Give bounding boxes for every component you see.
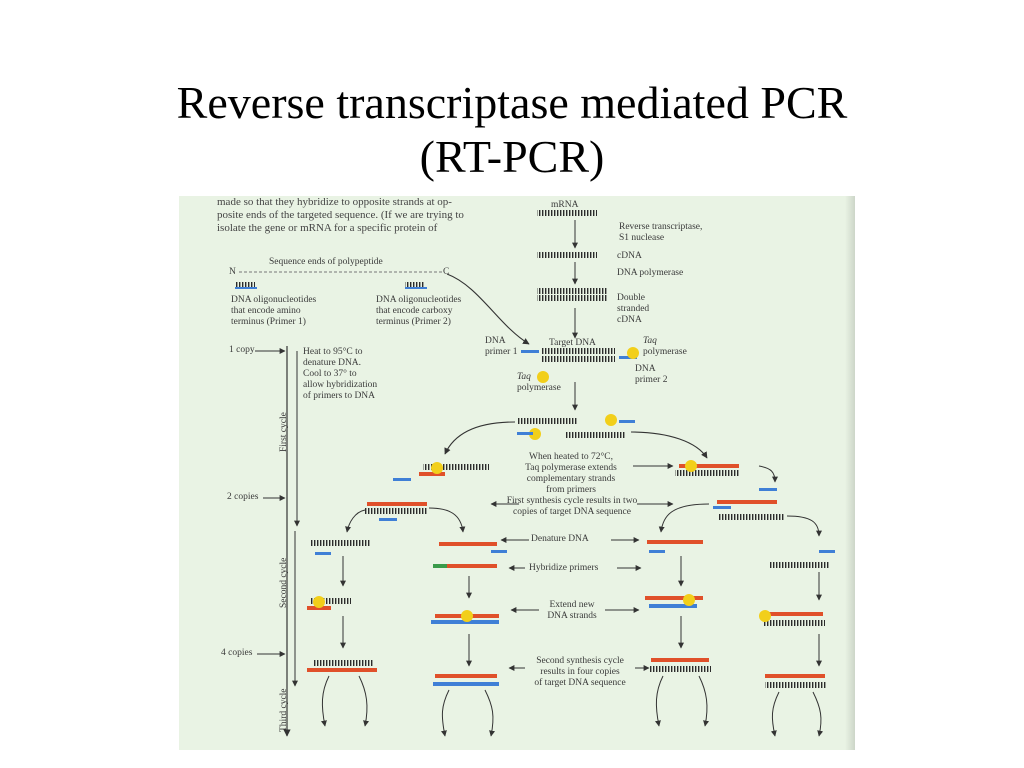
extend-row-strand-4 <box>763 612 823 616</box>
ext1-left-template <box>423 464 489 470</box>
branch-right-arrow <box>630 431 708 459</box>
target-dna-top <box>541 348 615 354</box>
synth1-right-template <box>719 514 785 520</box>
hybridize-row-green-primer <box>433 564 447 568</box>
polypeptide-c-terminus: C <box>443 267 450 277</box>
rt-pcr-figure: made so that they hybridize to opposite … <box>179 196 855 750</box>
primer2-description: DNA oligonucleotides that encode carboxy… <box>376 295 462 327</box>
dna-primer1-label: DNA primer 1 <box>485 336 518 357</box>
reverse-transcriptase-label: Reverse transcriptase, S1 nuclease <box>619 222 703 243</box>
copies2-label: 2 copies <box>227 492 259 502</box>
first-synthesis-label: First synthesis cycle results in two cop… <box>506 496 638 517</box>
primer2-oligo <box>405 282 425 287</box>
slide-title-line1: Reverse transcriptase mediated PCR <box>176 77 848 128</box>
branch-left-arrow <box>444 421 516 455</box>
ext1-right-template <box>675 470 739 476</box>
heated-72c-label: When heated to 72°C, Taq polymerase exte… <box>525 452 617 495</box>
extend-new-strands-label: Extend new DNA strands <box>547 600 597 621</box>
dna-primer1-mark <box>521 350 539 353</box>
synth1-left-new <box>367 502 427 506</box>
denature-row-strand-4 <box>769 562 829 568</box>
extend-row-strand-1 <box>311 598 351 604</box>
copy4-strand-2 <box>435 674 497 678</box>
denatured-bottom-strand <box>565 432 625 438</box>
copy4-strand-4 <box>765 674 825 678</box>
taq-polymerase-right-label: Taq polymerase <box>643 336 687 357</box>
polypeptide-n-terminus: N <box>229 267 236 277</box>
denature-row-strand-1 <box>311 540 371 546</box>
denatured-top-strand <box>517 418 577 424</box>
double-stranded-cdna-label: Double stranded cDNA <box>617 293 650 325</box>
ds-cdna-bottom <box>537 295 607 301</box>
second-cycle-label: Second cycle <box>279 557 289 608</box>
ds-cdna-top <box>537 288 607 294</box>
primer1-oligo <box>235 282 255 287</box>
slide-title-line2: (RT-PCR) <box>419 131 605 182</box>
intro-text: made so that they hybridize to opposite … <box>217 196 464 234</box>
cdna-label: cDNA <box>617 251 642 261</box>
synth1-right-new <box>717 500 777 504</box>
copy1-label: 1 copy <box>229 345 255 355</box>
cdna-strand <box>537 252 597 258</box>
dna-polymerase-label: DNA polymerase <box>617 268 684 278</box>
hybridize-primers-label: Hybridize primers <box>529 563 599 573</box>
extend-row-strand-3 <box>645 596 703 600</box>
taq-polymerase-right <box>627 347 639 359</box>
taq-polymerase-left <box>537 371 549 383</box>
primer1-description: DNA oligonucleotides that encode amino t… <box>231 295 317 327</box>
ext1-right-new <box>679 464 739 468</box>
slide-title: Reverse transcriptase mediated PCR (RT-P… <box>0 76 1024 184</box>
denature-row-strand-2 <box>439 542 497 546</box>
ext1-left-new <box>419 472 445 476</box>
figure-edge-shadow <box>845 196 855 750</box>
primer2-to-target-arrow <box>446 273 530 345</box>
copies4-label: 4 copies <box>221 648 253 658</box>
copy4-strand-1 <box>313 660 373 666</box>
dna-primer2-mark <box>619 356 637 359</box>
rt-pcr-diagram-drawing <box>235 210 835 737</box>
denature-dna-label: Denature DNA <box>531 534 589 544</box>
mrna-label: mRNA <box>551 200 579 210</box>
heat-instructions: Heat to 95°C to denature DNA. Cool to 37… <box>303 347 378 401</box>
polypeptide-caption: Sequence ends of polypeptide <box>269 257 383 267</box>
taq-polymerase-left-label: Taq polymerase <box>517 372 561 393</box>
copy4-strand-3 <box>651 658 709 662</box>
third-cycle-label: Third cycle <box>279 688 289 732</box>
first-cycle-label: First cycle <box>279 412 289 452</box>
target-dna-label: Target DNA <box>549 338 596 348</box>
target-dna-bottom <box>541 356 615 362</box>
second-synthesis-label: Second synthesis cycle results in four c… <box>534 656 626 688</box>
synth1-left-template <box>365 508 427 514</box>
denature-row-strand-3 <box>647 540 703 544</box>
dna-primer2-label: DNA primer 2 <box>635 364 668 385</box>
mrna-strand <box>537 210 597 216</box>
